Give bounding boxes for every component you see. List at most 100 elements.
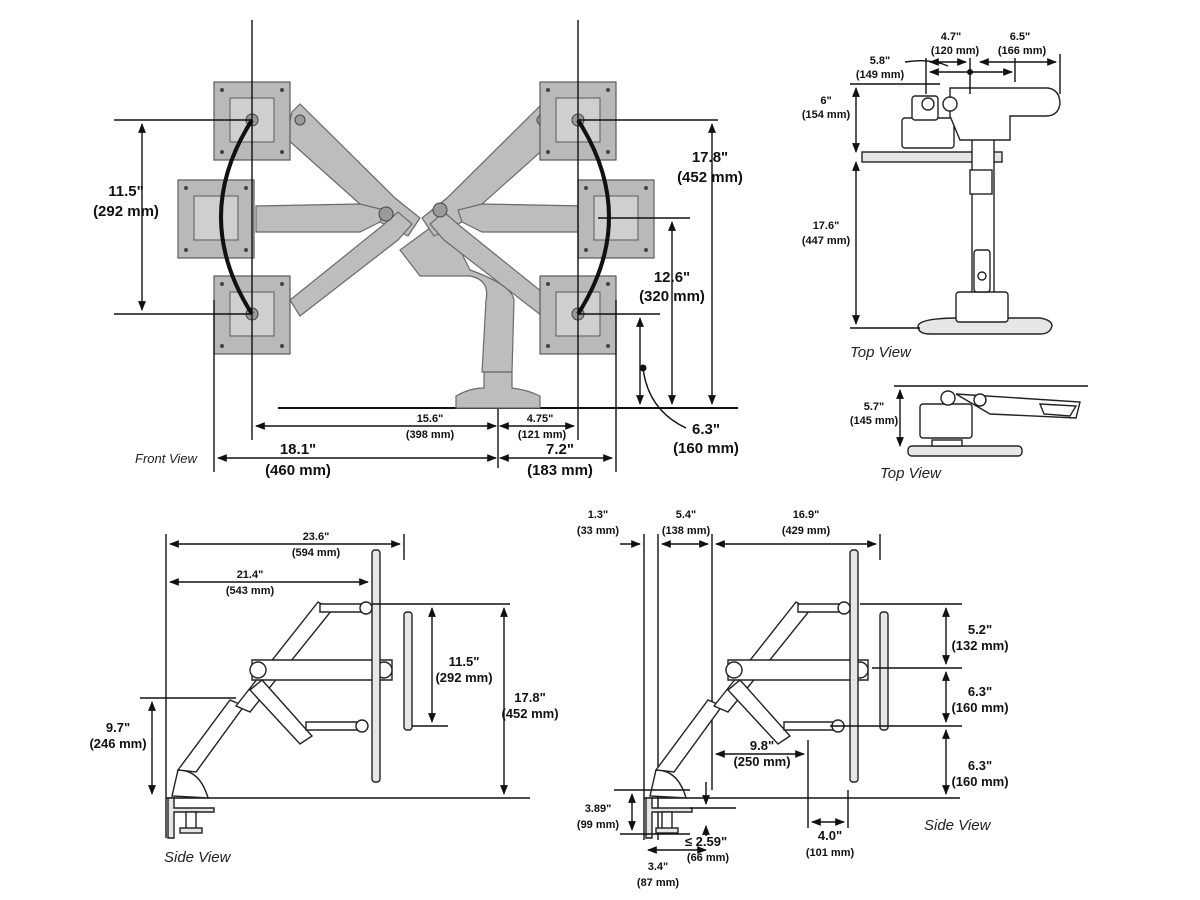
- svg-text:5.2": 5.2": [968, 622, 992, 637]
- svg-text:16.9": 16.9": [793, 509, 820, 521]
- svg-text:(132 mm): (132 mm): [951, 638, 1008, 653]
- svg-text:Side View: Side View: [924, 817, 992, 834]
- side2-4-0-in: 4.0": [818, 828, 842, 843]
- side1-21-4-in: 21.4": [237, 569, 264, 581]
- svg-text:1.3": 1.3": [588, 509, 609, 521]
- svg-text:18.1": 18.1": [280, 441, 316, 458]
- svg-text:11.5": 11.5": [108, 183, 143, 200]
- svg-text:(460 mm): (460 mm): [265, 462, 331, 479]
- svg-text:(145 mm): (145 mm): [850, 415, 899, 427]
- svg-text:(250 mm): (250 mm): [733, 754, 790, 769]
- side2-1-3-mm: (33 mm): [577, 525, 620, 537]
- svg-text:Side View: Side View: [164, 849, 232, 866]
- svg-text:6.3": 6.3": [692, 421, 720, 438]
- svg-text:Top View: Top View: [850, 344, 912, 361]
- front-view-label: Front View: [135, 451, 199, 466]
- side2-3-89-mm: (99 mm): [577, 819, 620, 831]
- side2-16-9-mm: (429 mm): [782, 525, 831, 537]
- side2-3-89-in: 3.89": [585, 803, 612, 815]
- front-17-8-mm: (452 mm): [677, 169, 743, 186]
- side2-1-3-in: 1.3": [588, 509, 609, 521]
- svg-text:12.6": 12.6": [654, 269, 690, 286]
- svg-text:23.6": 23.6": [303, 531, 330, 543]
- side2-9-8-in: 9.8": [750, 738, 774, 753]
- front-4-75-mm: (121 mm): [518, 429, 567, 441]
- front-7-2-in: 7.2": [546, 441, 574, 458]
- top-17-6-in: 17.6": [813, 220, 840, 232]
- svg-text:(398 mm): (398 mm): [406, 429, 455, 441]
- side1-21-4-mm: (543 mm): [226, 585, 275, 597]
- svg-text:(120 mm): (120 mm): [931, 45, 980, 57]
- front-12-6-in: 12.6": [654, 269, 690, 286]
- svg-text:6.3": 6.3": [968, 684, 992, 699]
- svg-text:17.6": 17.6": [813, 220, 840, 232]
- front-7-2-mm: (183 mm): [527, 462, 593, 479]
- side1-17-8-mm: (452 mm): [501, 706, 558, 721]
- top-4-7-mm: (120 mm): [931, 45, 980, 57]
- side-view-label-1: Side View: [164, 849, 232, 866]
- svg-text:(99 mm): (99 mm): [577, 819, 620, 831]
- svg-text:3.4": 3.4": [648, 861, 669, 873]
- top-6-in: 6": [820, 95, 831, 107]
- svg-text:6.3": 6.3": [968, 758, 992, 773]
- side2-5-2-in: 5.2": [968, 622, 992, 637]
- svg-text:4.7": 4.7": [941, 31, 962, 43]
- front-6-3-in: 6.3": [692, 421, 720, 438]
- top-view-label-2: Top View: [880, 465, 942, 482]
- front-12-6-mm: (320 mm): [639, 288, 705, 305]
- side2-6-3b-in: 6.3": [968, 758, 992, 773]
- top-view-lower: 5.7" (145 mm) Top View: [850, 385, 1088, 482]
- front-17-8-in: 17.8": [692, 149, 728, 166]
- svg-text:5.4": 5.4": [676, 509, 697, 521]
- svg-text:(292 mm): (292 mm): [93, 203, 159, 220]
- side-view-right: 1.3" (33 mm) 5.4" (138 mm) 16.9" (429 mm…: [577, 509, 1009, 889]
- side2-2-59-in: ≤ 2.59": [685, 834, 727, 849]
- side1-11-5-in: 11.5": [449, 654, 480, 669]
- svg-text:(543 mm): (543 mm): [226, 585, 275, 597]
- svg-text:(292 mm): (292 mm): [435, 670, 492, 685]
- top-6-mm: (154 mm): [802, 109, 851, 121]
- svg-text:5.7": 5.7": [864, 401, 885, 413]
- side2-5-2-mm: (132 mm): [951, 638, 1008, 653]
- side-view-label-2: Side View: [924, 817, 992, 834]
- side1-23-6-in: 23.6": [303, 531, 330, 543]
- svg-text:(452 mm): (452 mm): [501, 706, 558, 721]
- svg-text:4.0": 4.0": [818, 828, 842, 843]
- front-11-5-in: 11.5": [108, 183, 143, 200]
- side1-9-7-in: 9.7": [106, 720, 130, 735]
- side2-3-4-in: 3.4": [648, 861, 669, 873]
- svg-text:(160 mm): (160 mm): [673, 440, 739, 457]
- side1-23-6-mm: (594 mm): [292, 547, 341, 559]
- front-view: 11.5" (292 mm) 17.8" (452 mm) 12.6" (320…: [93, 20, 743, 479]
- svg-text:(246 mm): (246 mm): [89, 736, 146, 751]
- top-17-6-mm: (447 mm): [802, 235, 851, 247]
- svg-text:(160 mm): (160 mm): [951, 774, 1008, 789]
- svg-text:(121 mm): (121 mm): [518, 429, 567, 441]
- side2-3-4-mm: (87 mm): [637, 877, 680, 889]
- front-15-6-mm: (398 mm): [406, 429, 455, 441]
- svg-text:(33 mm): (33 mm): [577, 525, 620, 537]
- svg-text:3.89": 3.89": [585, 803, 612, 815]
- svg-text:(101 mm): (101 mm): [806, 847, 855, 859]
- side2-5-4-in: 5.4": [676, 509, 697, 521]
- svg-text:9.7": 9.7": [106, 720, 130, 735]
- top-5-7-in: 5.7": [864, 401, 885, 413]
- svg-text:(594 mm): (594 mm): [292, 547, 341, 559]
- svg-text:(320 mm): (320 mm): [639, 288, 705, 305]
- side1-11-5-mm: (292 mm): [435, 670, 492, 685]
- svg-text:(154 mm): (154 mm): [802, 109, 851, 121]
- side1-9-7-mm: (246 mm): [89, 736, 146, 751]
- side1-17-8-in: 17.8": [514, 690, 545, 705]
- top-view-upper: 4.7" (120 mm) 6.5" (166 mm) 5.8" (149 mm…: [802, 31, 1061, 361]
- svg-text:15.6": 15.6": [417, 413, 444, 425]
- front-18-1-mm: (460 mm): [265, 462, 331, 479]
- svg-text:(452 mm): (452 mm): [677, 169, 743, 186]
- svg-text:6.5": 6.5": [1010, 31, 1031, 43]
- front-18-1-in: 18.1": [280, 441, 316, 458]
- svg-text:11.5": 11.5": [449, 654, 480, 669]
- front-6-3-mm: (160 mm): [673, 440, 739, 457]
- top-view-label-1: Top View: [850, 344, 912, 361]
- svg-text:17.8": 17.8": [692, 149, 728, 166]
- top-6-5-mm: (166 mm): [998, 45, 1047, 57]
